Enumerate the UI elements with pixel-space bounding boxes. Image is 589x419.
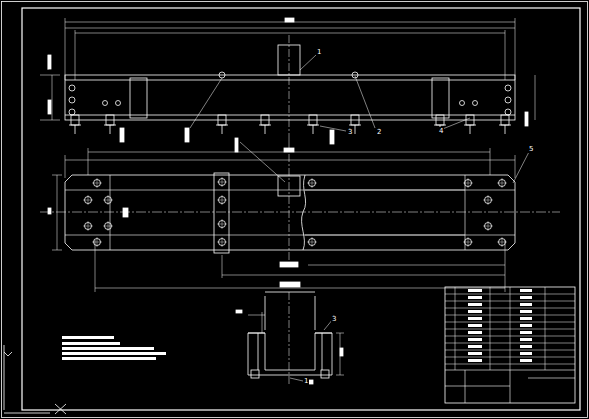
plan-view xyxy=(40,138,560,292)
title-block xyxy=(445,287,575,403)
callout-number: 2 xyxy=(376,128,382,136)
callout-number: 1 xyxy=(316,48,322,56)
callout-number: 3 xyxy=(331,315,337,323)
callout-number: 1 xyxy=(303,377,309,385)
notes xyxy=(62,336,166,360)
callout-number: 5 xyxy=(528,145,534,153)
section-view xyxy=(236,292,344,385)
front-view xyxy=(40,18,535,144)
callout-number: 3 xyxy=(347,128,353,136)
callout-number: 4 xyxy=(438,127,444,135)
